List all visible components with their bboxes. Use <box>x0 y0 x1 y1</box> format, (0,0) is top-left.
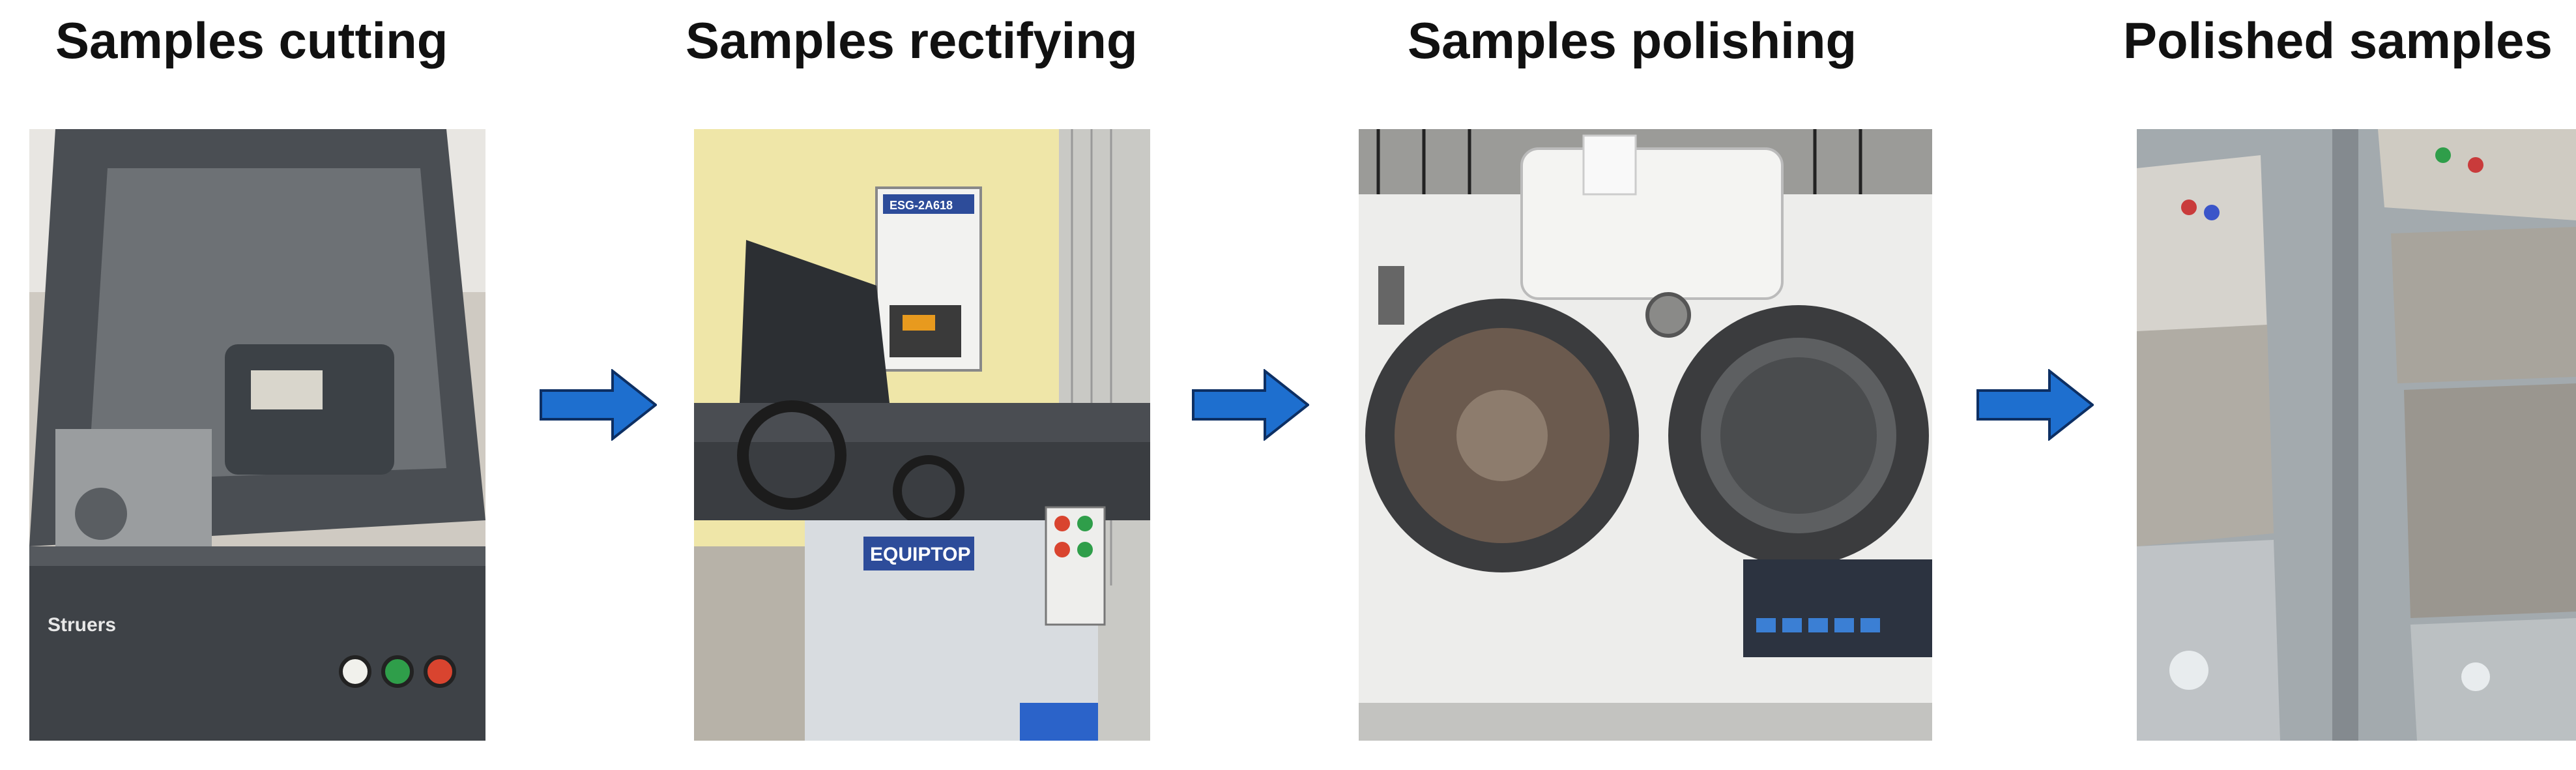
process-arrow-1 <box>540 369 657 441</box>
cutter-brand-label: Struers <box>48 614 116 636</box>
photo-rectifying-machine: ESG-2A618 EQUIPTOP <box>694 129 1150 741</box>
step-title-polished-samples: Polished samples <box>2123 12 2553 69</box>
step-title-polishing: Samples polishing <box>1408 12 1857 69</box>
photo-polished-samples <box>2137 129 2576 741</box>
step-title-cutting: Samples cutting <box>55 12 448 69</box>
photo-cutting-machine: Struers <box>29 129 485 741</box>
photo-polishing-machine <box>1359 129 1932 741</box>
process-arrow-3 <box>1976 369 2094 441</box>
grinder-plate-label: ESG-2A618 <box>890 199 953 212</box>
process-arrow-2 <box>1192 369 1309 441</box>
grinder-brand-label: EQUIPTOP <box>870 544 970 565</box>
step-title-rectifying: Samples rectifying <box>686 12 1138 69</box>
